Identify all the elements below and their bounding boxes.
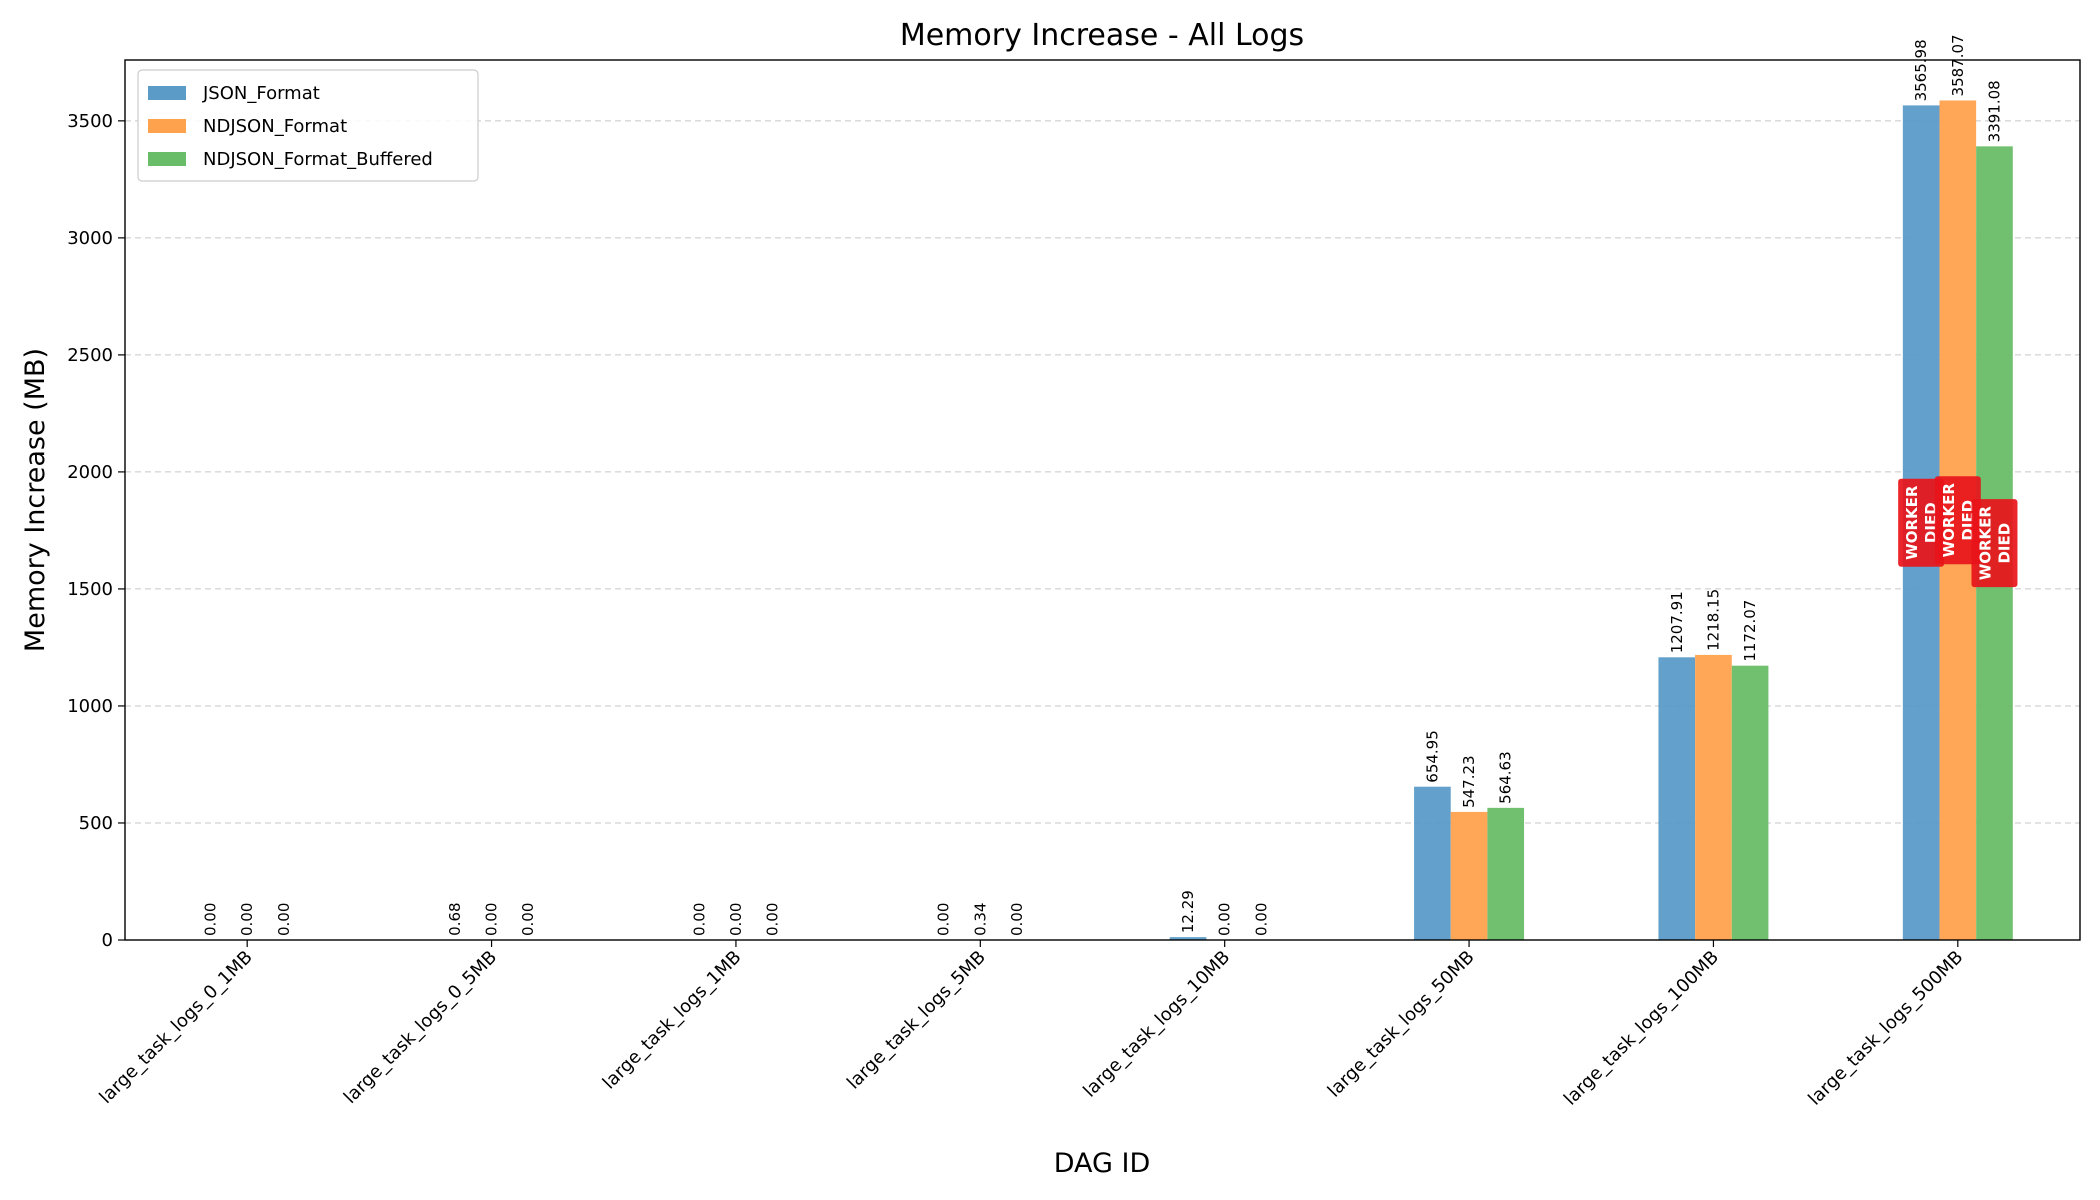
bar-value-label: 0.00: [1216, 903, 1234, 936]
chart-title: Memory Increase - All Logs: [900, 18, 1304, 53]
legend: JSON_FormatNDJSON_FormatNDJSON_Format_Bu…: [137, 69, 479, 182]
legend-entry-label: JSON_Format: [202, 83, 320, 104]
annotation-box: [1971, 499, 2018, 588]
bar-value-label: 0.00: [935, 903, 953, 936]
bar-value-label: 0.00: [690, 903, 708, 936]
bar-value-label: 1207.91: [1668, 591, 1686, 653]
bar-value-label: 12.29: [1179, 890, 1197, 933]
bar-NDJSON_Format_Buffered-large_task_logs_100MB: [1731, 665, 1769, 940]
bar-value-label: 0.00: [519, 903, 537, 936]
legend-entry-label: NDJSON_Format: [203, 116, 347, 137]
y-axis: 0 500 1000 1500 2000 2500 3000 3500: [67, 111, 125, 951]
bar-value-label: 0.68: [446, 902, 464, 935]
bar-value-label: 0.00: [764, 903, 782, 936]
legend-swatch: [148, 152, 186, 166]
bar-value-label: 654.95: [1423, 730, 1441, 783]
plot-area-frame: [124, 59, 2081, 941]
annotation-text: WORKER: [1940, 483, 1958, 558]
legend-swatch: [148, 86, 186, 100]
y-axis-label: Memory Increase (MB): [20, 348, 51, 652]
annotation-text: WORKER: [1976, 506, 1994, 581]
y-tick-label: 500: [79, 813, 113, 834]
bar-value-label: 3587.07: [1949, 34, 1967, 96]
bar-value-label: 547.23: [1460, 755, 1478, 808]
bar-value-labels: 0.00 0.68 0.00 0.00 12.29 654.95 1207.91 3565.9…: [202, 34, 2004, 936]
bar-value-label: 1172.07: [1741, 600, 1759, 662]
bar-value-label: 0.34: [971, 903, 989, 936]
annotation-box: [1898, 478, 1945, 567]
bar-value-label: 0.00: [483, 903, 501, 936]
bar-NDJSON_Format-large_task_logs_50MB: [1450, 811, 1488, 940]
legend-frame: [137, 69, 479, 182]
bar-value-label: 0.00: [275, 903, 293, 936]
annotation-text: DIED: [1995, 523, 2013, 564]
y-tick-label: 1000: [67, 696, 113, 717]
bar-NDJSON_Format-large_task_logs_100MB: [1695, 654, 1732, 940]
annotation-text: WORKER: [1903, 485, 1921, 560]
bar-JSON_Format-large_task_logs_100MB: [1658, 657, 1696, 940]
bar-value-label: 564.63: [1497, 751, 1515, 804]
bar-value-label: 3565.98: [1912, 39, 1930, 101]
legend-swatch: [148, 119, 186, 133]
y-tick-label: 2500: [67, 345, 113, 366]
bar-JSON_Format-large_task_logs_50MB: [1414, 786, 1451, 940]
bar-NDJSON_Format_Buffered-large_task_logs_50MB: [1487, 807, 1525, 940]
y-tick-label: 1500: [67, 579, 113, 600]
bar-value-label: 1218.15: [1704, 589, 1722, 651]
bar-value-label: 3391.08: [1985, 80, 2003, 142]
bar-value-label: 0.00: [238, 903, 256, 936]
bar-value-label: 0.00: [1252, 903, 1270, 936]
bar-value-label: 0.00: [202, 903, 220, 936]
y-tick-label: 0: [102, 930, 113, 951]
legend-entry-label: NDJSON_Format_Buffered: [203, 149, 433, 170]
bar-value-label: 0.00: [1008, 903, 1026, 936]
bar-value-label: 0.00: [727, 903, 745, 936]
y-tick-label: 3500: [67, 111, 113, 132]
bar-JSON_Format-large_task_logs_10MB: [1169, 937, 1207, 940]
y-tick-label: 2000: [67, 462, 113, 483]
annotation-box: [1934, 476, 1981, 565]
y-tick-label: 3000: [67, 228, 113, 249]
x-axis-label: DAG ID: [1054, 1148, 1151, 1179]
